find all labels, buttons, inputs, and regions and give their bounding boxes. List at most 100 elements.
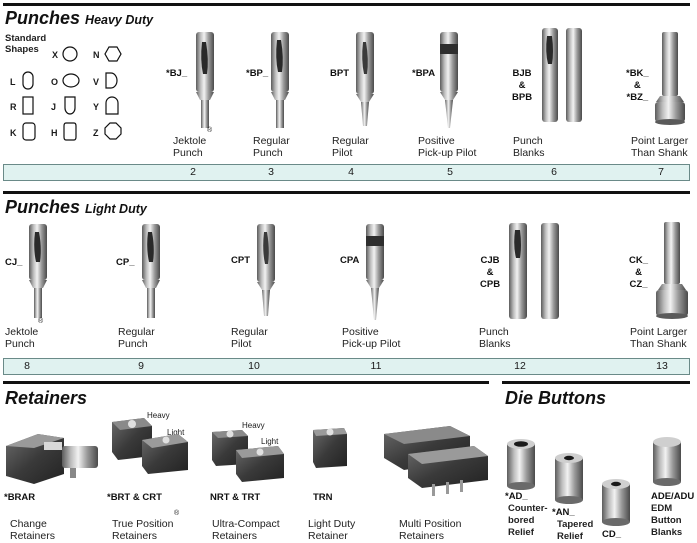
code-cd: CD_ [602, 529, 622, 540]
caption-cpa: Positive Pick-up Pilot [342, 326, 401, 350]
shape-letter-x: X [52, 50, 59, 60]
caption-counterbored-relief: Counter- bored Relief [508, 503, 548, 538]
caption-cj: Jektole Punch [5, 326, 39, 350]
caption-edm-button-blanks: EDM Button Blanks [651, 503, 683, 538]
cj-punch-image [29, 224, 47, 318]
page-number[interactable]: 8 [24, 360, 30, 372]
caption-bpa: Positive Pick-up Pilot [418, 135, 477, 159]
caption-change-retainers: Change Retainers [10, 518, 55, 542]
caption-tapered-relief: Tapered Relief [557, 519, 594, 542]
shape-letter-r: R [10, 102, 17, 112]
cp-punch-image [142, 224, 160, 318]
caption-light-duty-retainer: Light Duty Retainer [308, 518, 356, 542]
cd-die-button-image [602, 479, 630, 526]
light-label: Light [261, 437, 279, 446]
page-number[interactable]: 11 [370, 360, 382, 372]
trn-retainer-image [313, 428, 347, 468]
caption-bjb-bpb: Punch Blanks [513, 135, 545, 159]
d-shape-icon [105, 72, 118, 89]
code-cj: CJ_ [5, 257, 23, 268]
code-bjb-bpb: BJB & BPB [512, 68, 533, 103]
code-brt-crt: *BRT & CRT [107, 492, 162, 503]
caption-cp: Regular Punch [118, 326, 155, 350]
ade-adu-die-button-image [653, 437, 681, 486]
registered-mark: ® [38, 318, 44, 325]
rounded-rect-icon [22, 71, 34, 90]
cjb-cpb-blanks-image [509, 223, 559, 319]
caption-ck-cz: Point Larger Than Shank [630, 326, 688, 350]
code-bpa: *BPA [412, 68, 436, 79]
shape-letter-o: O [51, 77, 59, 87]
shape-letter-k: K [10, 128, 17, 138]
page-number[interactable]: 5 [447, 166, 453, 178]
caption-bp: Regular Punch [253, 135, 290, 159]
code-bp: *BP_ [246, 68, 269, 79]
bj-punch-image [196, 32, 214, 128]
die-buttons-rule [502, 381, 690, 384]
h-shape-icon [63, 122, 77, 141]
caption-cpt: Regular Pilot [231, 326, 268, 350]
caption-true-position-retainers: True Position Retainers [112, 518, 174, 542]
page-number[interactable]: 6 [551, 166, 557, 178]
j-shape-icon [64, 96, 76, 115]
top-rule [3, 3, 690, 6]
registered-mark: ® [207, 127, 213, 134]
code-nrt-trt: NRT & TRT [210, 492, 261, 503]
bp-punch-image [271, 32, 289, 128]
ck-cz-punch-image [656, 222, 688, 319]
page-number[interactable]: 13 [656, 360, 668, 372]
code-ad: *AD_ [505, 491, 528, 502]
oval-icon [62, 73, 80, 88]
light-label: Light [167, 428, 185, 437]
page-number[interactable]: 7 [658, 166, 664, 178]
code-ade-adu: ADE/ADU [651, 491, 695, 502]
caption-multi-position-retainers: Multi Position Retainers [399, 518, 462, 542]
page-number[interactable]: 4 [348, 166, 354, 178]
code-cpt: CPT [231, 255, 250, 266]
light-duty-rule [3, 191, 690, 194]
bjb-bpb-blanks-image [542, 28, 582, 122]
heavy-label: Heavy [242, 421, 265, 430]
shape-letter-h: H [51, 128, 58, 138]
code-ck-cz: CK_ & CZ_ [629, 255, 649, 290]
cpa-pilot-image [366, 224, 384, 320]
caption-cjb-cpb: Punch Blanks [479, 326, 511, 350]
k-shape-icon [22, 122, 36, 141]
caption-bk-bz: Point Larger Than Shank [631, 135, 689, 159]
bpt-pilot-image [356, 32, 374, 126]
shape-letter-y: Y [93, 102, 100, 112]
light-page-number-bar: 8 9 10 11 12 13 [3, 358, 690, 375]
page-number[interactable]: 2 [190, 166, 196, 178]
bpa-pilot-image [440, 32, 458, 128]
code-brar: *BRAR [4, 492, 36, 503]
code-trn: TRN [313, 492, 333, 503]
code-cp: CP_ [116, 257, 135, 268]
caption-bpt: Regular Pilot [332, 135, 369, 159]
retainers-rule [3, 381, 489, 384]
caption-bj: Jektole Punch [173, 135, 207, 159]
page-number[interactable]: 10 [248, 360, 260, 372]
page-number[interactable]: 12 [514, 360, 526, 372]
shape-letter-l: L [10, 77, 16, 87]
die-buttons-title: Die Buttons [505, 388, 606, 408]
page-number[interactable]: 9 [138, 360, 144, 372]
bk-bz-punch-image [655, 32, 685, 125]
page-number[interactable]: 3 [268, 166, 274, 178]
code-bk-bz: *BK_ & *BZ_ [626, 68, 649, 103]
shape-letter-z: Z [93, 128, 99, 138]
cpt-pilot-image [257, 224, 275, 316]
code-bpt: BPT [330, 68, 349, 79]
heavy-duty-title: Punches Heavy Duty [5, 8, 154, 28]
ad-die-button-image [507, 439, 535, 490]
brt-crt-retainer-image [112, 418, 188, 474]
retainers-title: Retainers [5, 388, 88, 408]
hexagon-icon [104, 46, 122, 62]
light-duty-title: Punches Light Duty [5, 197, 147, 217]
shape-letter-j: J [51, 102, 57, 112]
code-bj: *BJ_ [166, 68, 188, 79]
an-die-button-image [555, 453, 583, 504]
code-cpa: CPA [340, 255, 360, 266]
heavy-page-number-bar: 2 3 4 5 6 7 [3, 164, 690, 181]
rectangle-icon [22, 96, 34, 115]
octagon-icon [104, 122, 122, 140]
